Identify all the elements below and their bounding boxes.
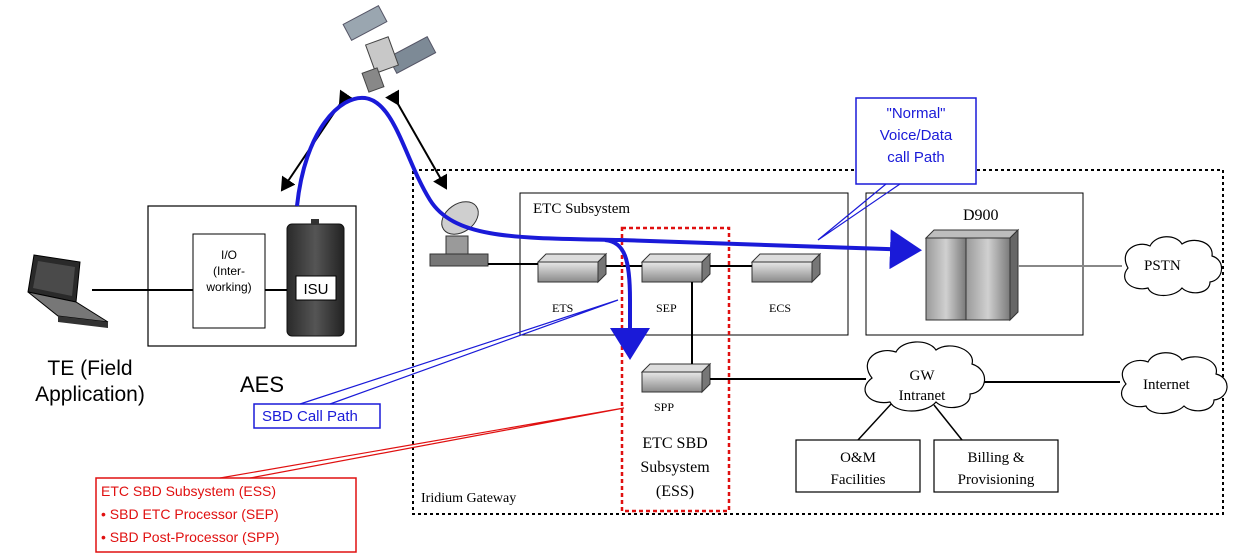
internet-cloud — [1120, 352, 1228, 415]
antenna-icon — [429, 201, 489, 267]
isu-label: ISU — [303, 281, 328, 298]
ets-device — [536, 252, 608, 284]
sep-device — [640, 252, 712, 284]
te-label-1: TE (Field — [47, 357, 132, 380]
internet-label: Internet — [1143, 377, 1190, 393]
io-box — [192, 233, 266, 329]
etc-subsystem-label: ETC Subsystem — [533, 201, 630, 217]
billing-label-1: Billing & — [967, 450, 1024, 466]
ess-box-label-1: ETC SBD — [642, 435, 707, 452]
billing-label-2: Provisioning — [958, 472, 1035, 488]
ets-label: ETS — [552, 301, 573, 315]
pstn-cloud — [1124, 236, 1223, 297]
laptop-icon — [27, 254, 109, 328]
io-label-1: I/O — [221, 248, 237, 262]
satellite-icon — [342, 4, 437, 93]
sbd-call-path — [604, 238, 650, 360]
gw-intranet-label-2: Intranet — [899, 388, 946, 404]
ess-callout-box — [95, 477, 357, 553]
ess-box-label-2: Subsystem — [640, 459, 710, 476]
aes-box — [147, 205, 357, 347]
normal-callout-line3: call Path — [887, 149, 945, 166]
normal-path-callout-pointer — [817, 183, 901, 241]
d900-label: D900 — [963, 207, 999, 224]
io-label-3: working) — [205, 280, 251, 294]
uplink-arrow-right — [385, 89, 447, 190]
ecs-label: ECS — [769, 301, 791, 315]
billing-box — [933, 439, 1059, 493]
om-label-1: O&M — [840, 450, 876, 466]
gw-intranet-cloud — [864, 341, 986, 412]
ess-callout-item1: • SBD ETC Processor (SEP) — [101, 506, 279, 522]
om-label-2: Facilities — [831, 472, 886, 488]
io-label-2: (Inter- — [213, 264, 245, 278]
te-label-2: Application) — [35, 383, 145, 406]
ess-callout-item2: • SBD Post-Processor (SPP) — [101, 529, 279, 545]
d900-rack-icon — [924, 228, 1020, 322]
sbd-path-callout-label: SBD Call Path — [262, 408, 358, 425]
spp-label: SPP — [654, 400, 674, 414]
spp-device — [640, 362, 712, 394]
intranet-to-om-link — [857, 402, 893, 441]
gw-intranet-label-1: GW — [910, 368, 936, 384]
iridium-gateway-box — [412, 169, 1224, 515]
normal-callout-line1: "Normal" — [887, 105, 946, 122]
ess-dashed-box — [620, 226, 731, 513]
sbd-path-callout-pointer — [299, 299, 619, 405]
d900-box — [865, 192, 1084, 336]
normal-path-callout-box — [855, 97, 977, 185]
isu-device — [286, 219, 345, 337]
normal-callout-line2: Voice/Data — [880, 127, 953, 144]
iridium-gateway-label: Iridium Gateway — [421, 491, 516, 506]
aes-label: AES — [240, 372, 284, 397]
sep-label: SEP — [656, 301, 677, 315]
sbd-path-callout-box — [253, 403, 381, 429]
ess-callout-pointer — [219, 407, 625, 479]
normal-call-path — [295, 95, 922, 270]
ecs-device — [750, 252, 822, 284]
om-facilities-box — [795, 439, 921, 493]
ess-box-label-3: (ESS) — [656, 483, 694, 500]
pstn-label: PSTN — [1144, 258, 1181, 274]
ess-callout-title: ETC SBD Subsystem (ESS) — [101, 483, 276, 499]
intranet-to-billing-link — [933, 404, 963, 441]
